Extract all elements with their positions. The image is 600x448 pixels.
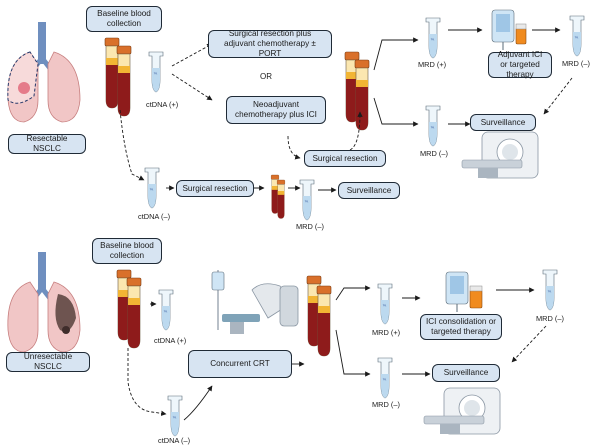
mrd-neg-surgery-label: MRD (–) (296, 222, 324, 231)
neg-path-blood-tubes (270, 174, 286, 219)
surveillance-box-bottom: Surveillance (432, 364, 500, 382)
surgical-resection-after-neo-box: Surgical resection (304, 150, 386, 167)
resectable-lungs (7, 22, 81, 123)
resectable-baseline-box: Baseline blood collection (86, 6, 162, 32)
mrd-neg-after-therapy-label-bottom: MRD (–) (536, 314, 564, 323)
mrd-neg-label-bottom: MRD (–) (372, 400, 400, 409)
ctdna-pos-tube-top (148, 51, 164, 93)
iv-bag-drug-icon-bottom (445, 271, 483, 312)
resectable-title-box: Resectable NSCLC (8, 134, 86, 154)
ctdna-neg-tube-bottom (167, 395, 183, 437)
or-label: OR (260, 72, 272, 81)
unresectable-ctdna-pos-label: ctDNA (+) (154, 336, 187, 345)
resectable-blood-tubes (104, 37, 132, 117)
option-neoadjuvant-box: Neoadjuvant chemotherapy plus ICI (226, 96, 326, 124)
surgical-resection-neg-box: Surgical resection (176, 180, 254, 197)
surveillance-neg-box: Surveillance (338, 182, 400, 199)
ct-scanner-icon-bottom (423, 387, 501, 435)
unresectable-arrows (127, 285, 547, 421)
post-crt-blood-tubes (306, 275, 332, 357)
resectable-ctdna-neg-label: ctDNA (–) (138, 212, 171, 221)
ct-scanner-icon-top (461, 131, 539, 179)
concurrent-crt-box: Concurrent CRT (188, 350, 292, 378)
mrd-neg-after-therapy-tube-bottom (542, 269, 558, 311)
post-neo-blood-tubes (344, 51, 370, 131)
option-adjuvant-box: Surgical resection plus adjuvant chemoth… (208, 29, 332, 58)
mrd-neg-after-therapy-tube-top (569, 15, 585, 57)
unresectable-lungs (7, 252, 81, 353)
resectable-ctdna-pos-label: ctDNA (+) (146, 100, 179, 109)
unresectable-title-box: Unresectable NSCLC (6, 352, 90, 372)
ici-consolidation-box: ICI consolidation or targeted therapy (420, 314, 502, 340)
mrd-neg-after-therapy-label-top: MRD (–) (562, 59, 590, 68)
ctdna-neg-tube-top (144, 167, 160, 209)
ctdna-pos-tube-bottom (158, 289, 174, 331)
adjuvant-therapy-box: Adjuvant ICI or targeted therapy (488, 50, 552, 79)
unresectable-blood-tubes (116, 269, 142, 349)
mrd-pos-tube-top (425, 17, 441, 59)
mrd-pos-label-bottom: MRD (+) (372, 328, 401, 337)
mrd-pos-label-top: MRD (+) (418, 60, 447, 69)
mrd-neg-label-top: MRD (–) (420, 149, 448, 158)
surveillance-box-top: Surveillance (470, 114, 536, 131)
mrd-neg-tube-bottom (377, 357, 393, 399)
mrd-neg-tube-surgery (299, 179, 315, 221)
resectable-arrows (119, 27, 573, 193)
iv-bag-drug-icon-top (491, 9, 527, 50)
radiotherapy-machine-icon (211, 270, 299, 334)
unresectable-ctdna-neg-label: ctDNA (–) (158, 436, 191, 445)
mrd-neg-tube-top (425, 105, 441, 147)
mrd-pos-tube-bottom (377, 283, 393, 325)
unresectable-baseline-box: Baseline blood collection (92, 238, 162, 264)
